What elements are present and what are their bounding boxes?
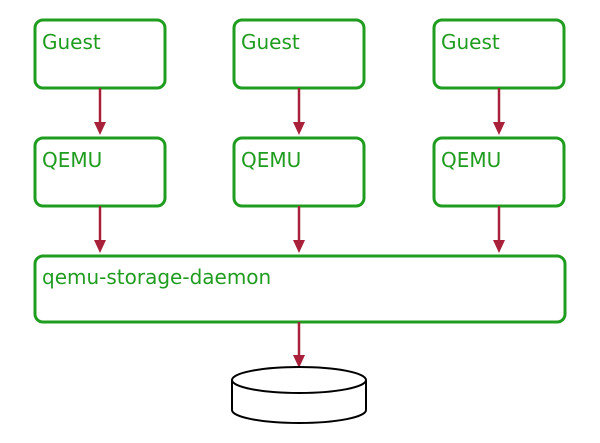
qemu-label: QEMU: [241, 148, 301, 172]
disk-cylinder-icon: [231, 366, 367, 424]
daemon-label: qemu-storage-daemon: [42, 265, 271, 289]
arrow-guest-to-qemu-2: [293, 88, 305, 135]
arrow-qemu-to-daemon-3: [493, 206, 505, 253]
guest-box-3: Guest: [432, 18, 566, 90]
qemu-box-3: QEMU: [432, 136, 566, 208]
daemon-box: qemu-storage-daemon: [33, 254, 567, 324]
qemu-label: QEMU: [441, 148, 501, 172]
arrow-qemu-to-daemon-2: [293, 206, 305, 253]
arrow-daemon-to-disk: [293, 322, 305, 368]
qemu-label: QEMU: [42, 148, 102, 172]
guest-box-2: Guest: [232, 18, 366, 90]
guest-label: Guest: [42, 30, 101, 54]
guest-label: Guest: [441, 30, 500, 54]
arrow-guest-to-qemu-1: [94, 88, 106, 135]
qemu-box-2: QEMU: [232, 136, 366, 208]
arrow-guest-to-qemu-3: [493, 88, 505, 135]
arrow-qemu-to-daemon-1: [94, 206, 106, 253]
guest-label: Guest: [241, 30, 300, 54]
guest-box-1: Guest: [33, 18, 167, 90]
qemu-box-1: QEMU: [33, 136, 167, 208]
